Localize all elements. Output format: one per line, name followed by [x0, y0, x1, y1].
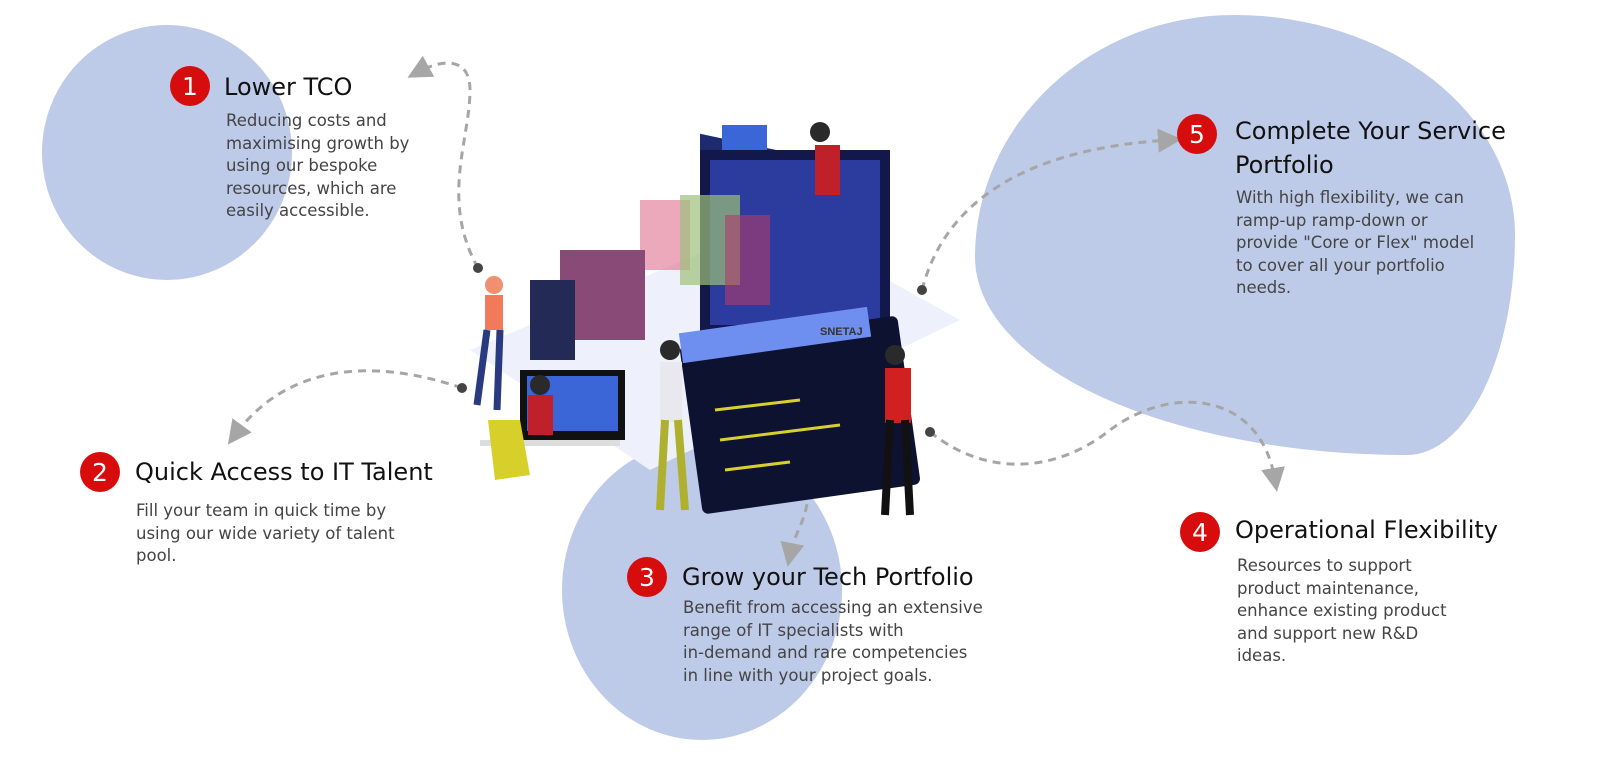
badge-1: 1 — [170, 66, 210, 106]
desc-line: in-demand and rare competencies — [683, 643, 968, 662]
arrow-5 — [920, 128, 1182, 291]
title-3: Grow your Tech Portfolio — [682, 563, 974, 591]
desc-line: in line with your project goals. — [683, 665, 933, 685]
desc-line: pool. — [136, 546, 177, 565]
desc-line: and support new R&D — [1237, 623, 1419, 643]
desc-line: resources, which are — [226, 178, 397, 198]
desc-4: Resources to support product maintenance,… — [1237, 555, 1447, 668]
desc-line: Benefit from accessing an extensive — [683, 598, 983, 617]
desc-1: Reducing costs and maximising growth by us… — [226, 110, 409, 223]
desc-line: using our bespoke — [226, 156, 378, 175]
desc-line: provide "Core or Flex" model — [1236, 233, 1475, 252]
desc-line: to cover all your portfolio — [1236, 255, 1445, 275]
title-2: Quick Access to IT Talent — [135, 458, 433, 486]
badge-4: 4 — [1180, 512, 1220, 552]
desc-line: Fill your team in quick time by — [136, 501, 387, 520]
desc-3: Benefit from accessing an extensive range… — [683, 597, 983, 687]
desc-line: enhance existing product — [1237, 601, 1447, 620]
desc-line: Resources to support — [1237, 556, 1412, 575]
title-line: Portfolio — [1235, 151, 1334, 179]
arrow-4 — [929, 400, 1285, 492]
desc-line: Reducing costs and — [226, 111, 387, 130]
desc-line: needs. — [1236, 278, 1292, 297]
arrow-2 — [227, 369, 463, 445]
badge-5: 5 — [1177, 114, 1217, 154]
title-1: Lower TCO — [224, 73, 353, 101]
desc-2: Fill your team in quick time by using our… — [136, 500, 395, 568]
badge-2: 2 — [80, 452, 120, 492]
desc-line: ideas. — [1237, 646, 1287, 665]
desc-line: easily accessible. — [226, 201, 370, 220]
title-4: Operational Flexibility — [1235, 516, 1498, 544]
desc-line: maximising growth by — [226, 133, 410, 153]
badge-3: 3 — [627, 557, 667, 597]
title-line: Complete Your Service — [1235, 117, 1506, 145]
arrow-1 — [407, 55, 480, 269]
desc-line: using our wide variety of talent — [136, 523, 395, 543]
desc-line: product maintenance, — [1237, 578, 1420, 598]
desc-5: With high flexibility, we can ramp-up ram… — [1236, 187, 1474, 300]
logo-text: SNETAJ — [820, 326, 863, 338]
desc-line: ramp-up ramp-down or — [1236, 210, 1428, 230]
blob-left — [42, 25, 292, 280]
desc-line: With high flexibility, we can — [1236, 188, 1465, 207]
desc-line: range of IT specialists with — [683, 620, 904, 640]
